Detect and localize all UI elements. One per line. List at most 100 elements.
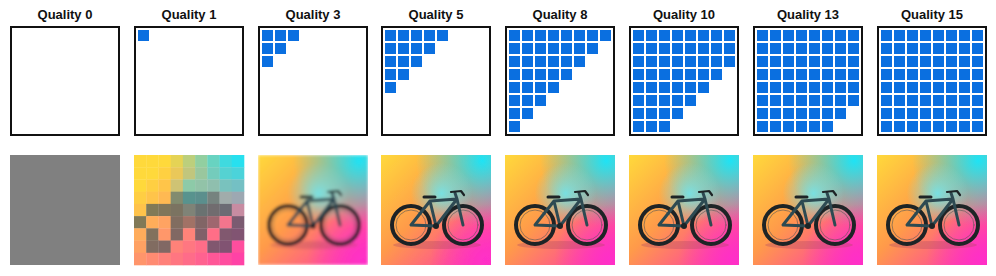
pixel-block (232, 253, 245, 266)
pixel-block (220, 179, 233, 192)
coefficient-square (262, 43, 273, 54)
coefficient-square (522, 43, 533, 54)
coefficient-square (848, 56, 859, 67)
pixel-block (232, 167, 245, 180)
coefficient-square (907, 95, 918, 106)
coefficient-square (509, 95, 520, 106)
pixel-block (220, 167, 233, 180)
coefficient-square (894, 121, 905, 132)
coefficient-square (535, 82, 546, 93)
coefficient-square (946, 56, 957, 67)
coefficient-square (509, 121, 520, 132)
pixel-block (134, 241, 147, 254)
coefficient-square (646, 82, 657, 93)
coefficient-square (946, 43, 957, 54)
coefficient-panel: Quality 0 (10, 6, 120, 136)
coefficient-square (881, 108, 892, 119)
coefficient-panel: Quality 5 (381, 6, 491, 136)
coefficient-square (796, 43, 807, 54)
coefficient-square (959, 69, 970, 80)
pixel-block (232, 179, 245, 192)
pixel-block (183, 192, 196, 205)
coefficient-square (574, 56, 585, 67)
coefficient-square (633, 56, 644, 67)
pixel-block (146, 155, 159, 168)
coefficient-square (972, 56, 983, 67)
coefficient-square (685, 56, 696, 67)
coefficient-panel: Quality 13 (753, 6, 863, 136)
coefficient-square (770, 43, 781, 54)
coefficient-square (881, 121, 892, 132)
coefficient-grid (381, 26, 491, 136)
coefficient-square (646, 95, 657, 106)
coefficient-square (685, 69, 696, 80)
coefficient-square (881, 56, 892, 67)
pixel-block (134, 253, 147, 266)
coefficient-square (809, 82, 820, 93)
bike-image (381, 155, 491, 265)
pixel-block (183, 204, 196, 217)
bike-image (877, 155, 987, 265)
coefficient-square (848, 95, 859, 106)
pixel-block (195, 155, 208, 168)
coefficient-square (724, 56, 735, 67)
coefficient-square (907, 121, 918, 132)
pixel-block (158, 179, 171, 192)
pixel-block (207, 204, 220, 217)
coefficient-square (894, 95, 905, 106)
pixel-block (146, 216, 159, 229)
coefficient-square (894, 56, 905, 67)
coefficient-square (587, 43, 598, 54)
coefficient-square (783, 69, 794, 80)
coefficient-square (848, 69, 859, 80)
pixel-block (171, 216, 184, 229)
coefficient-square (561, 43, 572, 54)
coefficient-square (822, 121, 833, 132)
pixel-block (134, 192, 147, 205)
pixel-block (171, 241, 184, 254)
coefficient-square (724, 43, 735, 54)
coefficient-square (385, 56, 396, 67)
quality-label: Quality 0 (10, 6, 120, 26)
quality-label: Quality 5 (381, 6, 491, 26)
coefficient-square (809, 56, 820, 67)
coefficient-square (920, 56, 931, 67)
coefficient-square (685, 43, 696, 54)
coefficient-square (561, 69, 572, 80)
coefficient-square (907, 56, 918, 67)
coefficient-square (972, 69, 983, 80)
coefficient-grid (134, 26, 244, 136)
pixel-block (146, 253, 159, 266)
coefficient-square (972, 43, 983, 54)
coefficient-square (809, 108, 820, 119)
coefficient-square (881, 95, 892, 106)
coefficient-square (972, 121, 983, 132)
coefficient-square (685, 82, 696, 93)
coefficient-square (946, 108, 957, 119)
coefficient-square (770, 121, 781, 132)
coefficient-square (835, 43, 846, 54)
coefficient-grid (258, 26, 368, 136)
pixel-block (171, 228, 184, 241)
coefficient-square (424, 43, 435, 54)
coefficient-square (659, 56, 670, 67)
coefficient-square (698, 43, 709, 54)
coefficient-square (646, 30, 657, 41)
coefficient-square (711, 30, 722, 41)
coefficient-square (437, 30, 448, 41)
pixel-block (146, 167, 159, 180)
coefficient-square (907, 30, 918, 41)
coefficient-square (509, 43, 520, 54)
coefficient-square (633, 30, 644, 41)
pixel-block (232, 228, 245, 241)
coefficient-square (561, 30, 572, 41)
coefficient-square (822, 95, 833, 106)
pixel-block (195, 253, 208, 266)
coefficient-square (672, 30, 683, 41)
coefficient-square (411, 30, 422, 41)
coefficient-square (783, 95, 794, 106)
coefficient-square (548, 30, 559, 41)
coefficient-square (633, 43, 644, 54)
coefficient-grid (877, 26, 987, 136)
bike-image (505, 155, 615, 265)
